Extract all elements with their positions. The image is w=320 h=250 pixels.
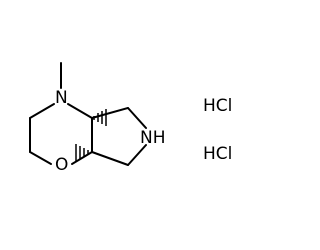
counterion-hcl-2: HCl: [203, 144, 232, 164]
atom-n-methyl: N: [55, 88, 68, 108]
bond-c6-o: [29, 151, 52, 165]
atom-nh-ring: NH: [140, 128, 166, 148]
bond-n-c5: [29, 103, 55, 119]
bond-nh-c3: [127, 144, 147, 166]
stereo-hash-bottom: [75, 144, 89, 161]
bonds: [29, 62, 147, 166]
structure-drawing: N O NH HCl HCl: [29, 62, 232, 175]
bond-c4a-n: [67, 103, 93, 119]
counterion-hcl-1: HCl: [203, 96, 232, 116]
molecule-canvas: N O NH HCl HCl: [29, 62, 232, 175]
bond-c1-nh: [127, 107, 147, 129]
atom-o-ring: O: [55, 155, 68, 175]
stereo-hash-top: [93, 109, 107, 126]
bond-c3-c7a: [91, 151, 129, 166]
bond-o-c7a: [71, 151, 93, 165]
